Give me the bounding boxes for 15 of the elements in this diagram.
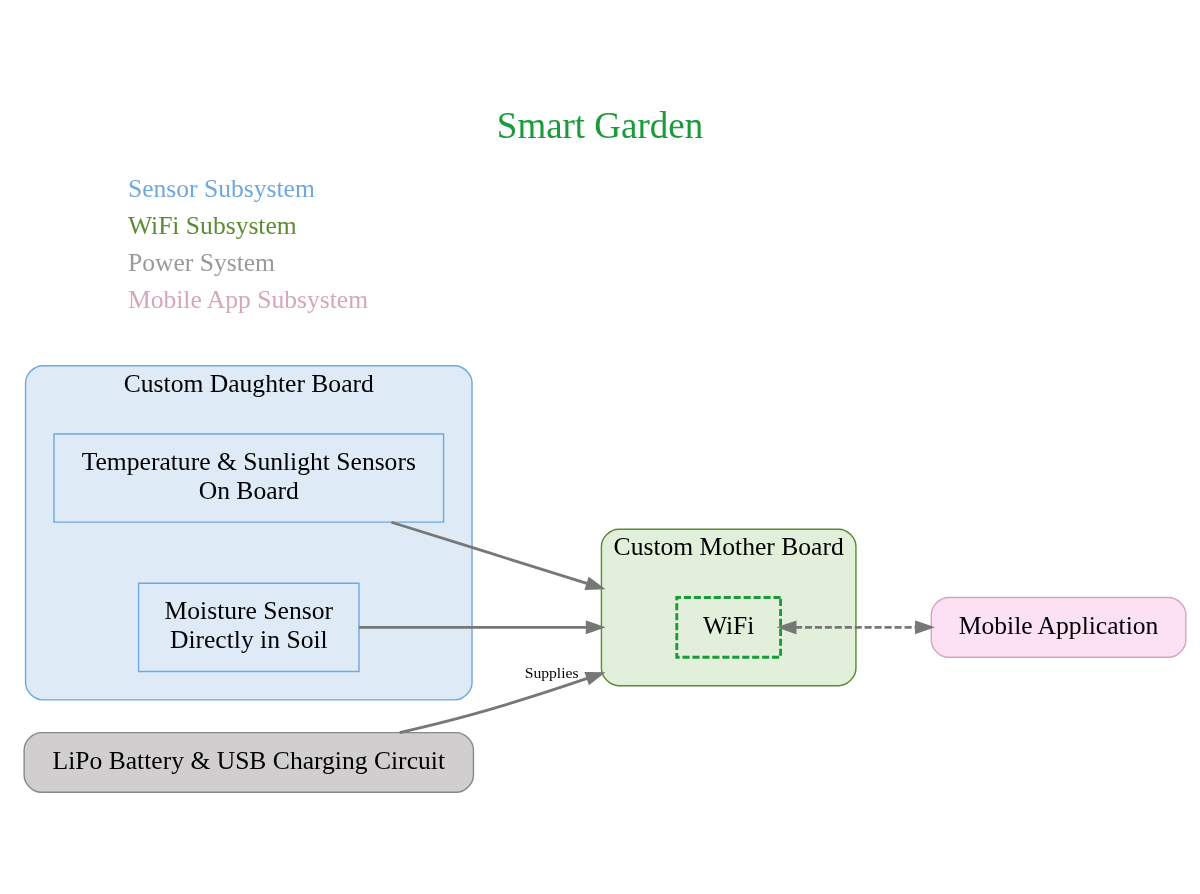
diagram-title: Smart Garden — [496, 104, 704, 146]
node-box: LiPo Battery & USB Charging Circuit — [23, 731, 475, 793]
node-box: Temperature & Sunlight Sensors On Board — [53, 432, 445, 523]
arrow — [391, 520, 606, 590]
arrow — [776, 619, 935, 634]
legend-label: WiFi Subsystem — [127, 210, 297, 240]
arrow — [359, 619, 606, 634]
legend-label: Mobile App Subsystem — [127, 284, 369, 314]
node-box: WiFi — [675, 595, 782, 659]
edge-label: Supplies — [524, 663, 579, 681]
legend-label: Sensor Subsystem — [127, 173, 315, 203]
arrow — [399, 671, 606, 734]
node-box: Moisture Sensor Directly in Soil — [137, 582, 360, 672]
node-box: Mobile Application — [930, 596, 1187, 658]
legend-label: Power System — [127, 247, 276, 277]
